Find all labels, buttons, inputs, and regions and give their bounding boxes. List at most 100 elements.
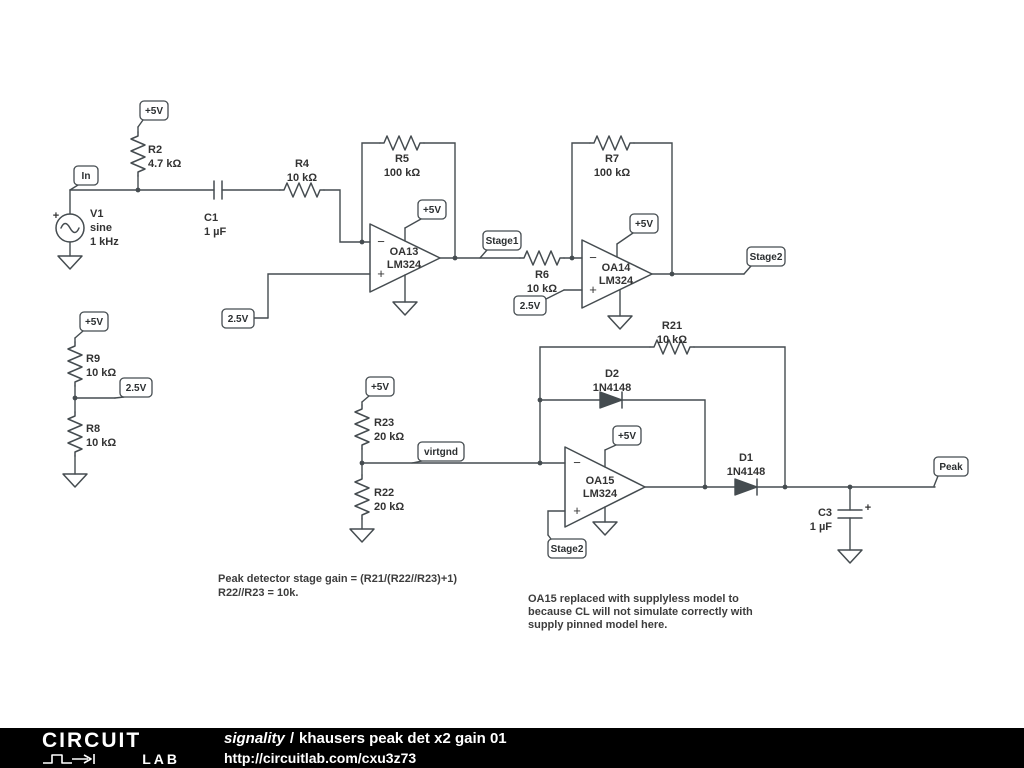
component-name: R6 xyxy=(535,269,549,281)
flag-label: Stage2 xyxy=(551,544,584,555)
ground-icon xyxy=(57,255,83,270)
component-name: OA14 xyxy=(602,262,632,274)
flag-label: +5V xyxy=(371,382,389,393)
wire xyxy=(267,273,371,319)
component-value: 10 kΩ xyxy=(287,172,317,184)
flag-pointer xyxy=(74,330,84,339)
component-name: C1 xyxy=(204,212,218,224)
net-flag-25v-oa13: 2.5V xyxy=(221,308,269,329)
ground-symbol-divider xyxy=(62,455,88,488)
flag-box xyxy=(612,425,642,446)
opamp-triangle xyxy=(369,223,441,293)
wire xyxy=(423,142,456,259)
flag-box xyxy=(746,246,786,267)
junction-dot xyxy=(135,187,141,193)
wires xyxy=(69,126,936,536)
net-flag-stage2-oa15: Stage2 xyxy=(547,534,587,559)
ground-symbol-oa14 xyxy=(607,289,633,330)
flag-box xyxy=(933,456,969,477)
junction-dot xyxy=(359,460,365,466)
note-line: because CL will not simulate correctly w… xyxy=(528,606,753,618)
net-flag-plus5v-oa15: +5V xyxy=(604,425,642,451)
inverting-input-sign: − xyxy=(573,455,581,470)
flag-label: Peak xyxy=(939,462,963,473)
logo-waveform-icon xyxy=(43,754,95,764)
wire xyxy=(621,399,706,488)
flag-pointer xyxy=(137,119,144,128)
net-flag-25v-divider: 2.5V xyxy=(114,377,153,399)
component-value: 10 kΩ xyxy=(657,334,687,346)
component-name: R5 xyxy=(395,153,409,165)
net-flag-plus5v-oa14: +5V xyxy=(616,213,659,245)
component-value: 10 kΩ xyxy=(527,283,557,295)
junction-dot xyxy=(537,460,543,466)
flag-box xyxy=(629,213,659,234)
flag-label: +5V xyxy=(85,317,103,328)
capacitor-C1: C1 1 µF xyxy=(204,180,227,238)
resistor-body xyxy=(130,131,146,177)
flag-box xyxy=(365,376,395,397)
net-flag-stage1: Stage1 xyxy=(479,230,522,259)
component-model: LM324 xyxy=(387,259,422,271)
noninverting-input-sign: + xyxy=(573,503,581,518)
ground-icon xyxy=(62,473,88,488)
resistor-body xyxy=(649,339,695,355)
note-line: Peak detector stage gain = (R21/(R22//R2… xyxy=(218,573,457,585)
opamp-triangle xyxy=(564,446,646,528)
component-name: V1 xyxy=(90,208,103,220)
component-name: OA15 xyxy=(586,475,615,487)
ground-icon xyxy=(392,301,418,316)
component-model: 1N4148 xyxy=(727,466,766,478)
ground-icon xyxy=(349,528,375,543)
diode-D2: D2 1N4148 xyxy=(593,368,631,409)
junction-dots xyxy=(72,187,853,490)
flag-pointer xyxy=(743,265,752,275)
wire xyxy=(361,142,381,243)
flag-label: Stage1 xyxy=(486,236,519,247)
flag-box xyxy=(139,100,169,121)
resistor-R7: R7 100 kΩ xyxy=(589,135,635,179)
wire xyxy=(693,346,786,488)
footer-url[interactable]: http://circuitlab.com/cxu3z73 xyxy=(224,749,417,766)
flag-pointer xyxy=(933,475,939,487)
net-flag-virtgnd: virtgnd xyxy=(411,441,465,464)
flag-label: +5V xyxy=(618,431,636,442)
flag-box xyxy=(79,311,109,332)
wire xyxy=(539,346,651,464)
junction-dot xyxy=(782,484,788,490)
component-name: C3 xyxy=(818,507,832,519)
junction-dot xyxy=(452,255,458,261)
opamp-OA15: − + OA15 LM324 xyxy=(564,446,646,528)
diode-body xyxy=(599,391,623,409)
flag-box xyxy=(73,165,99,186)
flag-pointer xyxy=(69,184,79,191)
diode-D1: D1 1N4148 xyxy=(727,452,766,496)
junction-dot xyxy=(569,255,575,261)
flag-pointer xyxy=(545,289,565,300)
note-gain: Peak detector stage gain = (R21/(R22//R2… xyxy=(218,573,457,599)
component-name: R7 xyxy=(605,153,619,165)
component-value: 10 kΩ xyxy=(86,367,116,379)
flag-pointer xyxy=(604,444,617,451)
voltage-source-V1: + V1 sine 1 kHz xyxy=(53,208,119,248)
schematic-canvas: + V1 sine 1 kHz R2 4.7 kΩ R4 10 kΩ R5 10… xyxy=(53,100,969,631)
circuitlab-logo[interactable]: CIRCUIT LAB xyxy=(42,730,180,766)
flag-box xyxy=(119,377,153,398)
ground-icon xyxy=(607,315,633,330)
project-name: khausers peak det x2 gain 01 xyxy=(299,730,507,748)
component-value: 1 µF xyxy=(810,521,833,533)
net-flag-plus5v-r23: +5V xyxy=(361,376,395,403)
flag-label: In xyxy=(82,171,91,182)
opamp-OA14: − + OA14 LM324 xyxy=(581,239,653,309)
ground-symbol-c3 xyxy=(837,517,863,564)
wire xyxy=(323,189,371,243)
resistor-body xyxy=(67,341,83,387)
source-circle xyxy=(55,213,85,243)
component-name: D1 xyxy=(739,452,753,464)
logo-circuit-text: CIRCUIT xyxy=(42,729,142,752)
sine-icon xyxy=(60,222,80,234)
opamp-OA13: − + OA13 LM324 xyxy=(369,223,441,293)
component-name: R22 xyxy=(374,487,394,499)
flag-box xyxy=(513,295,547,316)
note-line: OA15 replaced with supplyless model to xyxy=(528,593,739,605)
